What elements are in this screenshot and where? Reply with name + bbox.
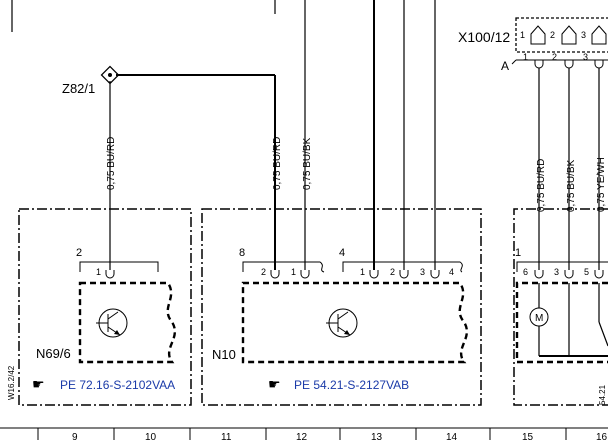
wire-label-x100-pin1: 0,75 BU/RD bbox=[536, 159, 547, 212]
wire-label-x100-pin3: 0,75 YE/WH bbox=[596, 157, 607, 212]
grid-col-15: 15 bbox=[522, 432, 534, 440]
n69-6-ref-link[interactable]: PE 72.16-S-2102VAA bbox=[60, 378, 175, 392]
right-pin-label-6: 6 bbox=[523, 267, 528, 277]
x100-row-label: A bbox=[501, 59, 509, 73]
grid-col-16: 16 bbox=[596, 432, 608, 440]
motor-label: M bbox=[535, 313, 543, 324]
right-pin-label-3: 3 bbox=[554, 267, 559, 277]
x100-wire-pin-2: 2 bbox=[552, 52, 557, 62]
x100-wire-pin-3: 3 bbox=[583, 52, 588, 62]
pointing-hand-icon: ☛ bbox=[32, 376, 45, 392]
n10-connector-a-number: 8 bbox=[239, 247, 245, 259]
component-n10: 8 2 1 4 1 2 3 4 N10 ☛ PE 54.21-S-2127VAB bbox=[201, 208, 482, 406]
z82-1-label: Z82/1 bbox=[62, 81, 95, 96]
grid-col-13: 13 bbox=[371, 432, 383, 440]
n10-a-pin-label-1: 1 bbox=[291, 267, 296, 277]
n10-b-pin-label-4: 4 bbox=[449, 267, 454, 277]
grid-col-12: 12 bbox=[296, 432, 308, 440]
connector-x100-12: X100/12 1 2 3 A 1 2 3 bbox=[458, 17, 608, 73]
motor-icon: M bbox=[529, 307, 549, 327]
transistor-icon bbox=[326, 308, 358, 338]
x100-wire-pin-1: 1 bbox=[523, 52, 528, 62]
side-text-right: 54.21 bbox=[598, 384, 607, 405]
n10-a-pin-label-2: 2 bbox=[261, 267, 266, 277]
grid-ruler: 9 10 11 12 13 14 15 16 bbox=[0, 427, 608, 440]
n69-6-pin-label: 1 bbox=[96, 267, 101, 277]
transistor-icon bbox=[96, 308, 128, 338]
component-n69-6: 2 1 N69/6 ☛ PE 72.16-S-2102VAA bbox=[18, 208, 192, 406]
x100-12-label: X100/12 bbox=[458, 29, 510, 45]
grid-col-10: 10 bbox=[145, 432, 157, 440]
wire-label-x100-pin2: 0,75 BU/BK bbox=[566, 159, 577, 212]
n10-b-pin-label-2: 2 bbox=[390, 267, 395, 277]
n10-b-pin-label-1: 1 bbox=[360, 267, 365, 277]
n10-connector-b-number: 4 bbox=[339, 247, 345, 259]
n69-6-connector-number: 2 bbox=[76, 247, 82, 259]
x100-pin-label-2: 2 bbox=[550, 30, 555, 40]
right-pin-label-5: 5 bbox=[584, 267, 589, 277]
pointing-hand-icon: ☛ bbox=[268, 376, 281, 392]
wire-label-z82: 0,75 BU/RD bbox=[106, 137, 117, 190]
grid-col-14: 14 bbox=[446, 432, 458, 440]
x100-pin-label-1: 1 bbox=[520, 30, 525, 40]
x100-pin-label-3: 3 bbox=[581, 30, 586, 40]
n10-ref-link[interactable]: PE 54.21-S-2127VAB bbox=[294, 378, 409, 392]
right-connector-number: 1 bbox=[515, 247, 521, 259]
grid-col-9: 9 bbox=[72, 432, 78, 440]
n10-b-pin-label-3: 3 bbox=[420, 267, 425, 277]
side-text-left: W16.2/42 bbox=[7, 365, 16, 400]
grid-col-11: 11 bbox=[221, 432, 232, 440]
wire-label-n10-pin2: 0,75 BU/RD bbox=[272, 137, 283, 190]
splice-z82-1: Z82/1 bbox=[62, 65, 120, 96]
wire-label-n10-pin1: 0,75 BU/BK bbox=[302, 137, 313, 190]
n69-6-label: N69/6 bbox=[36, 346, 71, 361]
n10-label: N10 bbox=[212, 347, 236, 362]
component-right-partial: 1 6 3 5 M bbox=[513, 208, 608, 406]
